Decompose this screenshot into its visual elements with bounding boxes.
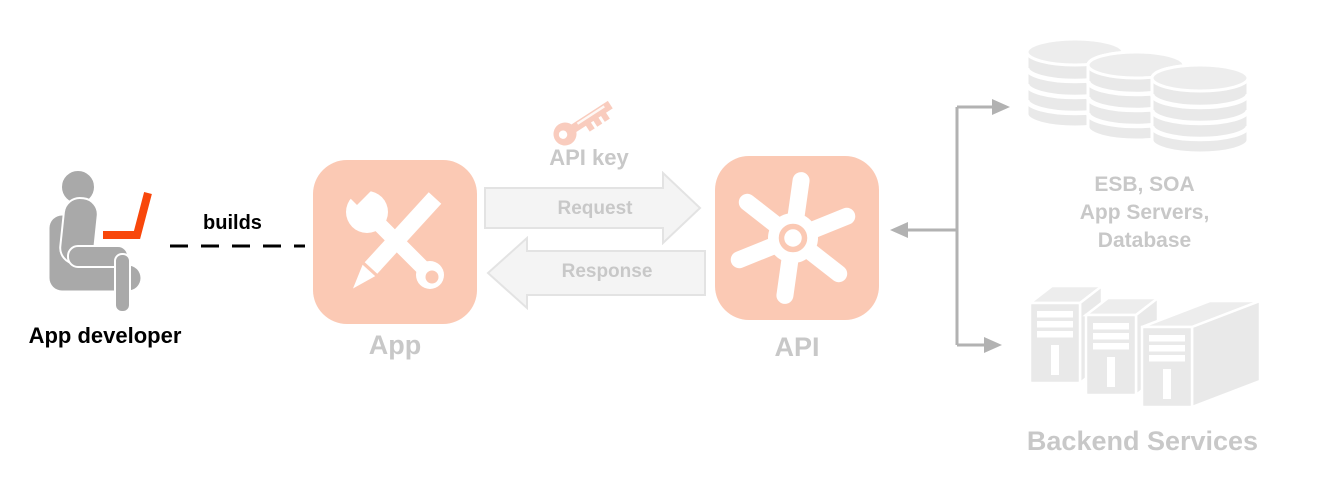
key-icon [553, 100, 613, 146]
response-arrow [486, 236, 706, 310]
backend-services-label: Backend Services [1026, 426, 1259, 456]
request-label: Request [557, 198, 633, 219]
builds-dashed-line [170, 244, 305, 248]
api-key-label: API key [549, 145, 629, 170]
app-label: App [368, 330, 422, 360]
response-label: Response [561, 261, 653, 282]
builds-label: builds [203, 212, 262, 234]
request-arrow [484, 171, 702, 245]
backend-connector-arrows [890, 99, 1010, 353]
api-label: API [774, 332, 820, 362]
person-laptop-icon [49, 169, 152, 313]
server-rack-icon [1026, 283, 1262, 409]
app-developer-label: App developer [28, 323, 182, 348]
wrench-pencil-icon [340, 171, 444, 289]
gear-icon [730, 172, 856, 304]
database-stack-icon [1024, 37, 1251, 155]
esb-label: ESB, SOA App Servers, Database [1079, 173, 1210, 252]
app-node [313, 160, 477, 324]
api-node [715, 156, 879, 320]
